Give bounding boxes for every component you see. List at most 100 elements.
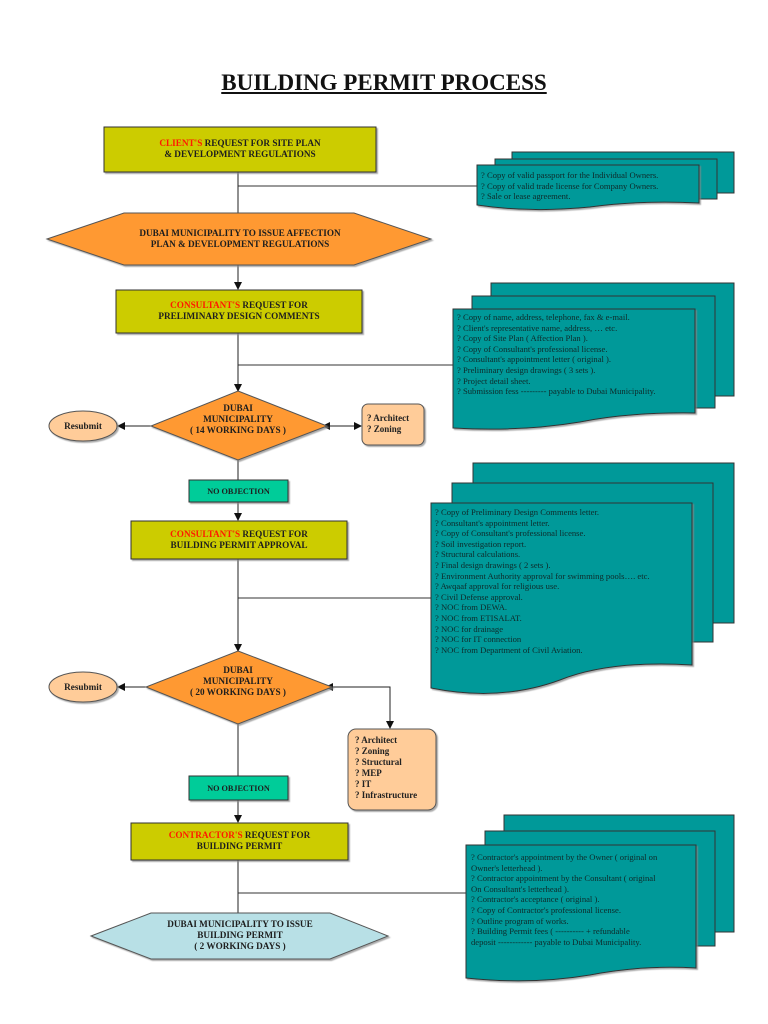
document-item: ? Copy of Consultant's professional lice… [457, 343, 608, 354]
document-item: ? Soil investigation report. [435, 538, 527, 549]
document-item: ? Copy of Consultant's professional lice… [435, 528, 586, 539]
resubmit-2-label: Resubmit [64, 682, 102, 692]
issue-permit-label: DUBAI MUNICIPALITY TO ISSUE BUILDING PER… [130, 919, 350, 952]
resubmit-1-label: Resubmit [64, 421, 102, 431]
document-item: ? Preliminary design drawings ( 3 sets )… [457, 364, 596, 375]
review-2-line2: MUNICIPALITY [203, 676, 273, 686]
client-request-box [103, 126, 377, 173]
preliminary-request-line2: PRELIMINARY DESIGN COMMENTS [158, 311, 320, 321]
document-item: ? Copy of Contractor's professional lice… [471, 904, 621, 915]
contractor-request-box [130, 822, 349, 861]
document-item: ? Copy of Preliminary Design Comments le… [435, 507, 599, 517]
approval-documents: ? Copy of Preliminary Design Comments le… [435, 507, 650, 655]
client-request-label: CLIENT'S REQUEST FOR SITE PLAN & DEVELOP… [104, 138, 376, 160]
resubmit-1-ellipse [48, 410, 118, 442]
reviewer-item: ? Architect [367, 413, 410, 423]
document-item: ? NOC from Department of Civil Aviation. [435, 644, 583, 655]
review-1-line1: DUBAI [223, 403, 253, 413]
reviewer-item: ? Infrastructure [355, 790, 418, 800]
document-item: ? Submission fess --------- payable to D… [457, 386, 656, 397]
resubmit-2-ellipse [48, 671, 118, 703]
review-1-line3: ( 14 WORKING DAYS ) [190, 425, 286, 435]
preliminary-request-label: CONSULTANT'S REQUEST FOR PRELIMINARY DES… [116, 300, 362, 322]
document-item: ? Structural calculations. [435, 549, 521, 560]
reviewers-1-box [361, 403, 425, 446]
issue-permit-line2: BUILDING PERMIT [197, 930, 283, 940]
preliminary-request-line1: REQUEST FOR [240, 300, 308, 310]
document-item: ? NOC from DEWA. [435, 602, 508, 613]
review-2-line3: ( 20 WORKING DAYS ) [190, 687, 286, 697]
document-item: ? Client's representative name, address,… [457, 322, 618, 333]
no-objection-2-box [188, 775, 289, 801]
document-item: ? Sale or lease agreement. [481, 191, 571, 202]
consultant-highlight: CONSULTANT'S [170, 529, 241, 539]
approval-request-label: CONSULTANT'S REQUEST FOR BUILDING PERMIT… [131, 529, 347, 551]
affection-plan-line1: DUBAI MUNICIPALITY TO ISSUE AFFECTION [139, 228, 341, 238]
document-item: ? Project detail sheet. [457, 375, 531, 386]
document-item: ? NOC from ETISALAT. [435, 612, 522, 623]
document-item: ? Outline program of works. [471, 915, 569, 926]
affection-plan-hexagon [45, 212, 433, 266]
reviewers-2-box [347, 728, 437, 811]
reviewer-item: ? MEP [355, 768, 382, 778]
document-item: ? Copy of valid passport for the Individ… [481, 170, 659, 180]
document-item: ? Copy of Site Plan ( Affection Plan ). [457, 333, 588, 344]
affection-plan-line2: PLAN & DEVELOPMENT REGULATIONS [150, 239, 330, 249]
arrow-review-2-reviewers [325, 683, 394, 729]
reviewers-2-list: ? Architect ? Zoning ? Structural ? MEP … [355, 735, 417, 801]
page-title: BUILDING PERMIT PROCESS [221, 70, 547, 95]
issue-permit-line1: DUBAI MUNICIPALITY TO ISSUE [167, 919, 313, 929]
document-item: ? Copy of name, address, telephone, fax … [457, 312, 630, 322]
reviewer-item: ? Zoning [355, 746, 390, 756]
review-1-line2: MUNICIPALITY [203, 414, 273, 424]
document-item: ? Consultant's appointment letter. [435, 517, 550, 528]
reviewer-item: ? Structural [355, 757, 402, 767]
no-objection-2-label: NO OBJECTION [207, 784, 270, 793]
preliminary-request-box [115, 289, 363, 334]
document-item: ? Contractor's appointment by the Owner … [471, 852, 658, 862]
document-item: ? Environment Authority approval for swi… [435, 570, 650, 581]
review-2-label: DUBAI MUNICIPALITY ( 20 WORKING DAYS ) [168, 665, 308, 698]
issue-permit-line3: ( 2 WORKING DAYS ) [194, 941, 286, 951]
reviewer-item: ? IT [355, 779, 372, 789]
document-stack-site-plan [476, 151, 735, 211]
document-item: ? Awqaaf approval for religious use. [435, 581, 560, 592]
document-item: ? Contractor's acceptance ( original ). [471, 894, 600, 905]
no-objection-1-box [188, 479, 289, 503]
document-item: ? NOC for drainage [435, 623, 504, 634]
client-highlight: CLIENT'S [159, 138, 203, 148]
approval-request-line1: REQUEST FOR [240, 529, 308, 539]
consultant-highlight: CONSULTANT'S [170, 300, 241, 310]
document-item: ? NOC for IT connection [435, 634, 522, 645]
client-request-line2: & DEVELOPMENT REGULATIONS [164, 149, 316, 159]
approval-request-line2: BUILDING PERMIT APPROVAL [170, 540, 308, 550]
contractor-highlight: CONTRACTOR'S [168, 830, 243, 840]
affection-plan-label: DUBAI MUNICIPALITY TO ISSUE AFFECTION PL… [90, 228, 390, 250]
review-1-diamond [149, 390, 329, 461]
document-item: deposit ------------ payable to Dubai Mu… [471, 936, 642, 947]
document-item: ? Copy of valid trade license for Compan… [481, 180, 659, 191]
review-2-diamond [144, 650, 334, 725]
document-item: ? Consultant's appointment letter ( orig… [457, 354, 612, 365]
document-item: ? Final design drawings ( 2 sets ). [435, 559, 551, 570]
approval-request-box [130, 520, 348, 560]
reviewer-item: ? Zoning [367, 424, 402, 434]
contractor-documents: ? Contractor's appointment by the Owner … [471, 852, 657, 947]
review-2-line1: DUBAI [223, 665, 253, 675]
document-item: On Consultant's letterhead ). [471, 883, 569, 894]
document-stack-approval [430, 462, 735, 694]
document-item: ? Civil Defense approval. [435, 591, 523, 602]
contractor-request-line1: REQUEST FOR [242, 830, 311, 840]
contractor-request-label: CONTRACTOR'S REQUEST FOR BUILDING PERMIT [131, 830, 348, 852]
review-1-label: DUBAI MUNICIPALITY ( 14 WORKING DAYS ) [168, 403, 308, 436]
document-stack-preliminary [452, 282, 735, 430]
issue-permit-hexagon [89, 912, 390, 960]
document-item: ? Contractor appointment by the Consulta… [471, 873, 656, 884]
document-item: ? Building Permit fees ( ---------- + re… [471, 926, 630, 937]
document-stack-contractor [465, 814, 735, 982]
reviewer-item: ? Architect [355, 735, 398, 745]
client-request-line1: REQUEST FOR SITE PLAN [202, 138, 321, 148]
site-plan-documents: ? Copy of valid passport for the Individ… [481, 170, 658, 202]
document-item: Owner's letterhead ). [471, 862, 543, 873]
